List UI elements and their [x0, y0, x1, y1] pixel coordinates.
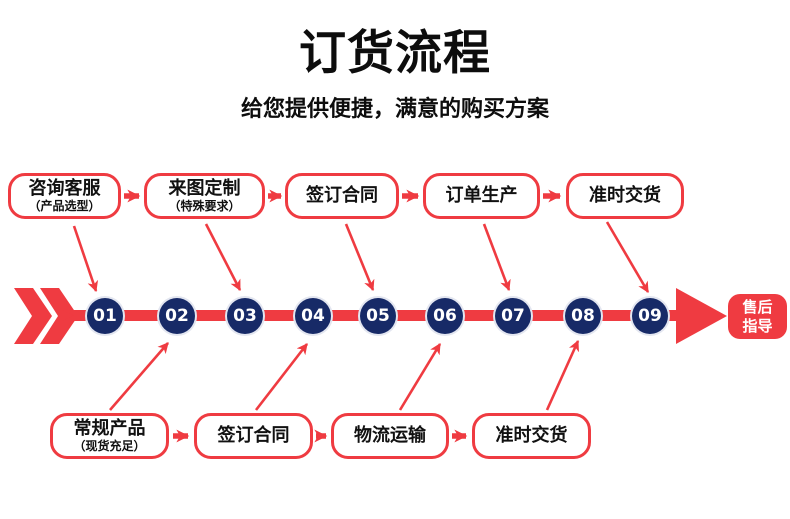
- flow-box-sublabel: （产品选型）: [28, 199, 101, 213]
- aftersale-line2: 指导: [742, 316, 773, 335]
- top-flow-box: 签订合同: [285, 173, 399, 219]
- flow-box-label: 准时交货: [589, 185, 661, 206]
- top-flow-box: 咨询客服 （产品选型）: [8, 173, 121, 219]
- timeline-step-circle: 07: [495, 298, 531, 334]
- pointer-arrow-icon: [398, 343, 442, 411]
- top-flow-box: 来图定制 （特殊要求）: [144, 173, 265, 219]
- flow-box-label: 来图定制: [168, 178, 241, 199]
- bottom-flow-box: 签订合同: [194, 413, 313, 459]
- timeline-step-number: 04: [301, 306, 325, 326]
- flow-box-sublabel: （特殊要求）: [168, 199, 241, 213]
- flow-box-label: 签订合同: [217, 425, 290, 446]
- timeline-step-number: 02: [165, 306, 189, 326]
- pointer-arrow-icon: [482, 223, 511, 292]
- timeline-step-circle: 06: [427, 298, 463, 334]
- double-chevron-icon: [14, 288, 78, 344]
- bottom-flow-box: 准时交货: [472, 413, 591, 459]
- timeline-step-circle: 03: [227, 298, 263, 334]
- arrow-head-icon: [676, 288, 727, 344]
- flow-box-label: 准时交货: [495, 425, 568, 446]
- timeline-step-number: 01: [93, 306, 117, 326]
- flow-box-label: 签订合同: [306, 185, 378, 206]
- timeline-step-circle: 04: [295, 298, 331, 334]
- timeline-step-circle: 08: [565, 298, 601, 334]
- pointer-arrow-icon: [344, 223, 375, 292]
- top-flow-box: 订单生产: [423, 173, 540, 219]
- bottom-flow-box: 物流运输: [331, 413, 449, 459]
- flow-box-label: 咨询客服: [28, 178, 101, 199]
- page-subtitle: 给您提供便捷，满意的购买方案: [240, 97, 549, 122]
- aftersale-line1: 售后: [742, 297, 773, 316]
- pointer-arrow-icon: [545, 339, 580, 411]
- flow-box-sublabel: （现货充足）: [73, 439, 146, 453]
- pointer-arrow-icon: [204, 223, 242, 291]
- timeline-step-circle: 05: [360, 298, 396, 334]
- pointer-arrow-icon: [109, 342, 169, 411]
- aftersale-badge: 售后 指导: [728, 294, 787, 339]
- flow-box-label: 常规产品: [73, 418, 146, 439]
- flow-box-label: 订单生产: [445, 185, 518, 206]
- flow-box-label: 物流运输: [354, 425, 426, 446]
- timeline-step-number: 07: [501, 306, 525, 326]
- timeline-step-circle: 01: [87, 298, 123, 334]
- timeline-step-number: 09: [638, 306, 662, 326]
- timeline-step-number: 03: [233, 306, 257, 326]
- timeline-step-number: 05: [366, 306, 390, 326]
- timeline-step-circle: 09: [632, 298, 668, 334]
- pointer-arrow-icon: [72, 225, 99, 293]
- timeline-step-number: 08: [571, 306, 595, 326]
- pointer-arrow-icon: [254, 343, 309, 411]
- timeline-step-circle: 02: [159, 298, 195, 334]
- top-flow-box: 准时交货: [566, 173, 684, 219]
- timeline-step-number: 06: [433, 306, 457, 326]
- page-title: 订货流程: [299, 26, 491, 81]
- pointer-arrow-icon: [605, 221, 650, 293]
- bottom-flow-box: 常规产品 （现货充足）: [50, 413, 169, 459]
